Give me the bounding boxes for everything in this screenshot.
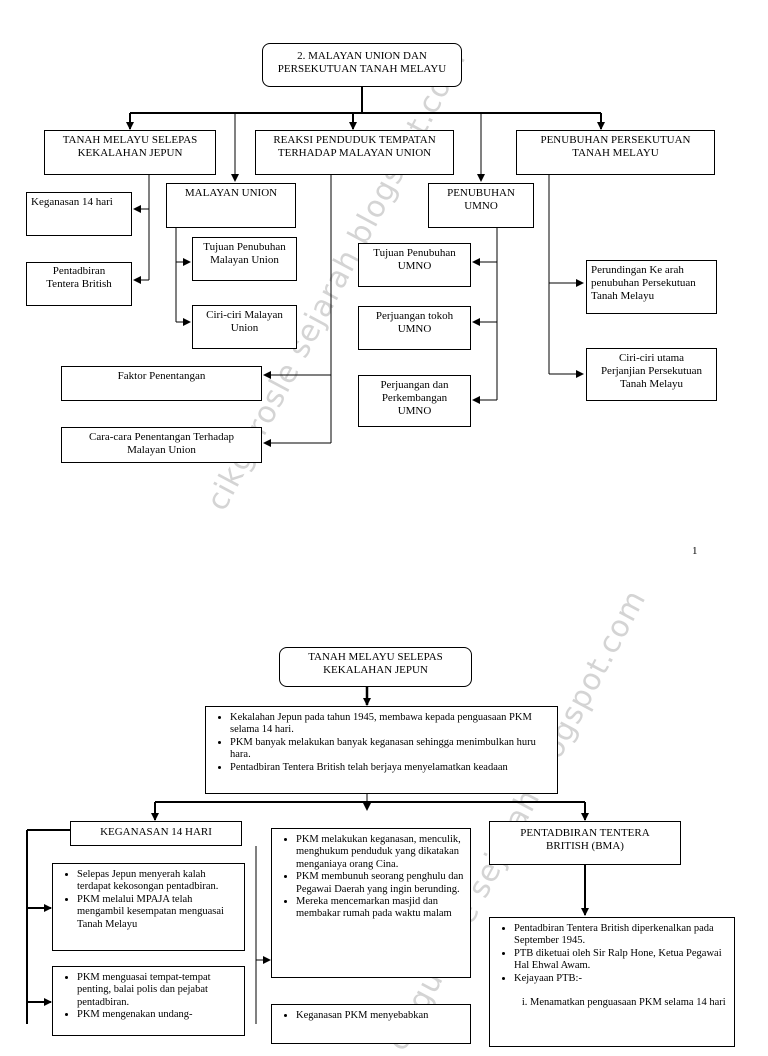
penubuhan-umno-box: PENUBUHAN UMNO: [428, 183, 534, 228]
list-item: PKM mengenakan undang-: [77, 1009, 238, 1021]
pkm-actions-box: PKM melakukan keganasan, menculik, mengh…: [271, 828, 471, 978]
bma-detail-box: Pentadbiran Tentera British diperkenalka…: [489, 917, 735, 1047]
list-item: Kejayaan PTB:-: [514, 973, 728, 985]
ciri-mu-box: Ciri-ciri Malayan Union: [192, 305, 297, 349]
list-item: Pentadbiran Tentera British telah berjay…: [230, 762, 551, 774]
pentadbiran-box: Pentadbiran Tentera British: [26, 262, 132, 306]
list-item: PTB diketuai oleh Sir Ralp Hone, Ketua P…: [514, 948, 728, 973]
faktor-box: Faktor Penentangan: [61, 366, 262, 401]
perjuangan-umno-box: Perjuangan dan Perkembangan UMNO: [358, 375, 471, 427]
list-item: Selepas Jepun menyerah kalah terdapat ke…: [77, 869, 238, 894]
pkm-effects-box: Keganasan PKM menyebabkan: [271, 1004, 471, 1044]
keganasan-detail-box-1: Selepas Jepun menyerah kalah terdapat ke…: [52, 863, 245, 951]
col2-heading: REAKSI PENDUDUK TEMPATAN TERHADAP MALAYA…: [255, 130, 454, 175]
tujuan-mu-box: Tujuan Penubuhan Malayan Union: [192, 237, 297, 281]
list-item: Keganasan PKM menyebabkan: [296, 1010, 464, 1022]
keganasan-heading: KEGANASAN 14 HARI: [70, 821, 242, 846]
perjuangan-tokoh-box: Perjuangan tokoh UMNO: [358, 306, 471, 350]
tujuan-umno-box: Tujuan Penubuhan UMNO: [358, 243, 471, 287]
col1-heading: TANAH MELAYU SELEPAS KEKALAHAN JEPUN: [44, 130, 216, 175]
cara-box: Cara-cara Penentangan Terhadap Malayan U…: [61, 427, 262, 463]
list-item: Mereka mencemarkan masjid dan membakar r…: [296, 896, 464, 921]
list-item: PKM banyak melakukan banyak keganasan se…: [230, 737, 551, 762]
page1-title: 2. MALAYAN UNION DAN PERSEKUTUAN TANAH M…: [262, 43, 462, 87]
ciri-perjanjian-box: Ciri-ciri utama Perjanjian Persekutuan T…: [586, 348, 717, 401]
numbered-item: Menamatkan penguasaan PKM selama 14 hari: [530, 997, 728, 1009]
list-item: Pentadbiran Tentera British diperkenalka…: [514, 923, 728, 948]
list-item: PKM melakukan keganasan, menculik, mengh…: [296, 834, 464, 871]
perundingan-box: Perundingan Ke arah penubuhan Persekutua…: [586, 260, 717, 314]
col3-heading: PENUBUHAN PERSEKUTUAN TANAH MELAYU: [516, 130, 715, 175]
list-item: PKM membunuh seorang penghulu dan Pegawa…: [296, 871, 464, 896]
keganasan-box: Keganasan 14 hari: [26, 192, 132, 236]
list-item: Kekalahan Jepun pada tahun 1945, membawa…: [230, 712, 551, 737]
intro-bullets-box: Kekalahan Jepun pada tahun 1945, membawa…: [205, 706, 558, 794]
pentadbiran-heading: PENTADBIRAN TENTERA BRITISH (BMA): [489, 821, 681, 865]
keganasan-detail-box-2: PKM menguasai tempat-tempat penting, bal…: [52, 966, 245, 1036]
list-item: PKM menguasai tempat-tempat penting, bal…: [77, 972, 238, 1009]
page2-title: TANAH MELAYU SELEPAS KEKALAHAN JEPUN: [279, 647, 472, 687]
page-number: 1: [692, 545, 698, 557]
list-item: PKM melalui MPAJA telah mengambil kesemp…: [77, 894, 238, 931]
malayan-union-box: MALAYAN UNION: [166, 183, 296, 228]
